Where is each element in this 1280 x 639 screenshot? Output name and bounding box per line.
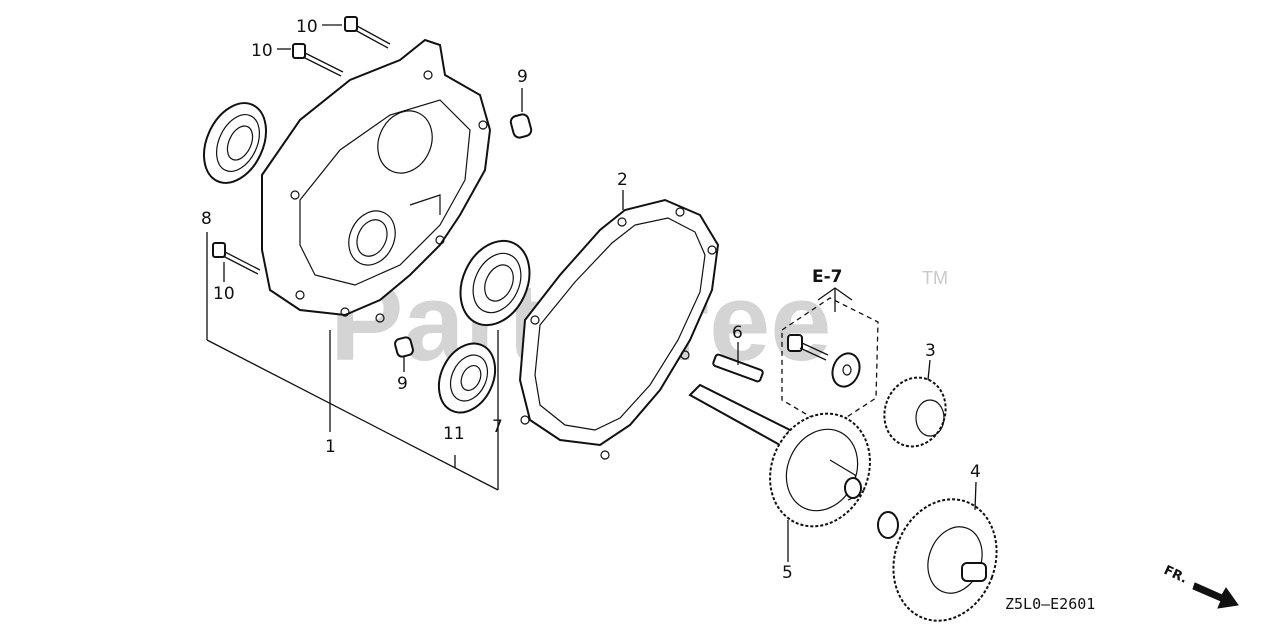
callout-5: 5: [782, 563, 793, 583]
front-arrow-icon: [1192, 582, 1239, 609]
callout-3: 3: [925, 341, 936, 361]
gear-case-part-1[interactable]: [261, 38, 492, 323]
callout-11: 11: [443, 424, 465, 444]
dowel-pin-part-9-top[interactable]: [509, 113, 533, 139]
leader-lines: [223, 24, 977, 562]
key-part-6[interactable]: [712, 353, 764, 383]
washer-in-reference: [831, 352, 861, 388]
dowel-pin-part-9-bottom[interactable]: [394, 336, 414, 358]
watermark-trademark: TM: [922, 268, 948, 288]
bolt-part-10-bottom[interactable]: [212, 242, 261, 275]
callout-10-bottom: 10: [213, 284, 235, 304]
callout-9-top: 9: [517, 67, 528, 87]
callout-10-middle: 10: [251, 41, 273, 61]
callout-4: 4: [970, 462, 981, 482]
pinion-gear-part-3[interactable]: [875, 369, 955, 455]
front-direction-indicator: FR.: [1161, 563, 1239, 609]
shaft-gear-part-5[interactable]: [688, 383, 888, 543]
callout-10-top: 10: [296, 17, 318, 37]
reference-label[interactable]: E-7: [812, 267, 843, 287]
callout-1: 1: [325, 437, 336, 457]
callout-7: 7: [492, 417, 503, 437]
diagram-code: Z5L0—E2601: [1005, 595, 1095, 613]
callout-6: 6: [732, 323, 743, 343]
group-bracket: [206, 232, 499, 491]
bolt-part-10-middle[interactable]: [292, 43, 344, 77]
gear-part-4[interactable]: [877, 485, 1013, 636]
bolt-in-reference: [787, 334, 829, 361]
oil-seal-part-8[interactable]: [192, 93, 278, 193]
front-label: FR.: [1161, 563, 1189, 587]
callout-2: 2: [617, 170, 628, 190]
bearing-part-11[interactable]: [428, 334, 506, 421]
reference-box[interactable]: [781, 287, 879, 429]
gasket-part-2[interactable]: [518, 198, 720, 460]
bolt-part-10-top[interactable]: [344, 16, 391, 49]
callout-9-bottom: 9: [397, 374, 408, 394]
bearing-part-7[interactable]: [447, 230, 542, 337]
callout-8: 8: [201, 209, 212, 229]
